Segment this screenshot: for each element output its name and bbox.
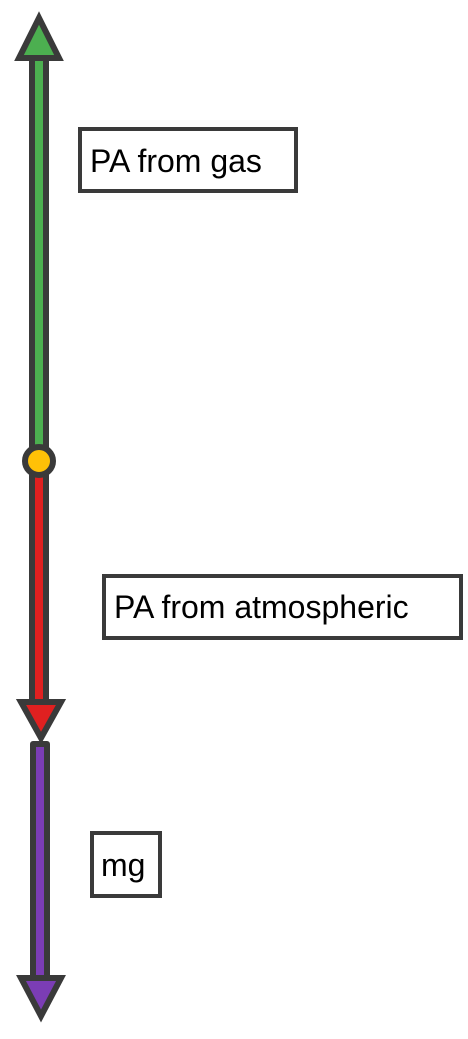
- atmospheric-force-label-frame: [102, 574, 463, 640]
- gas-force-label-box: PA from gas: [78, 127, 298, 193]
- gas-force-label: PA from gas: [90, 143, 262, 179]
- atmospheric-force-shaft: [29, 465, 49, 711]
- atmospheric-force-label: PA from atmospheric: [114, 589, 409, 625]
- gas-force-arrowhead: [14, 11, 64, 61]
- gas-force-shaft: [29, 49, 49, 459]
- atmospheric-force-arrowhead: [15, 699, 67, 745]
- weight-force-arrowhead: [16, 975, 66, 1023]
- weight-force-arrow: [16, 741, 66, 1023]
- point-of-application-dot: [22, 444, 56, 478]
- gas-force-label-frame: [78, 127, 298, 193]
- weight-force-shaft: [30, 741, 50, 985]
- weight-force-label-box: mg: [90, 831, 162, 898]
- atmospheric-force-arrow: [15, 465, 67, 745]
- weight-force-label-frame: [90, 831, 162, 898]
- weight-force-label: mg: [101, 847, 145, 883]
- atmospheric-force-label-box: PA from atmospheric: [102, 574, 463, 640]
- gas-force-arrow: [14, 11, 64, 459]
